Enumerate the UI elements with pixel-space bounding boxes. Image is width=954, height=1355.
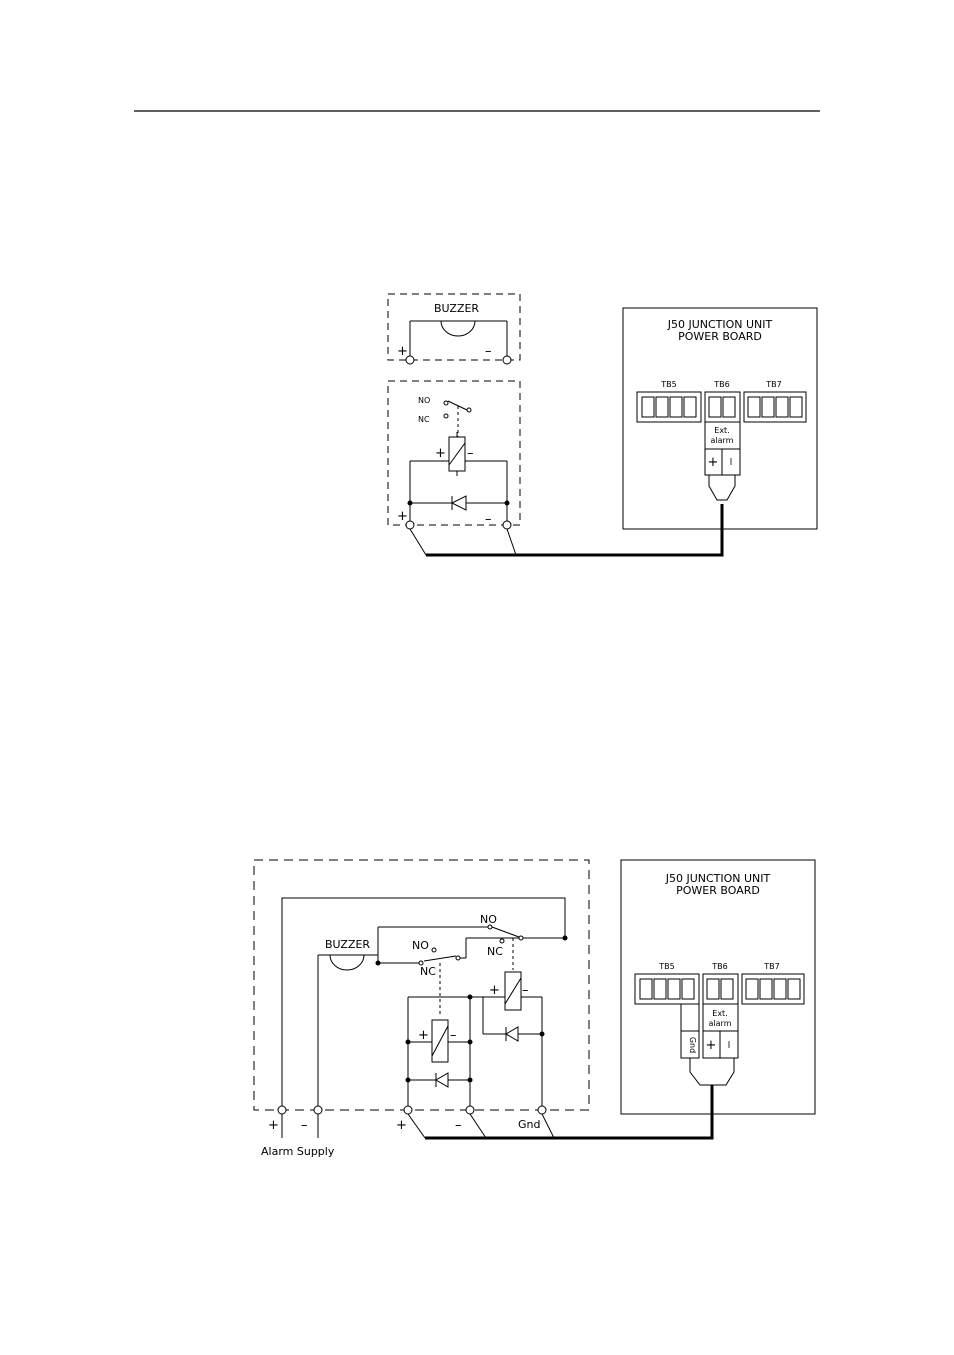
d2-plus-label: +: [396, 1118, 407, 1133]
d1-coil-plus: +: [435, 446, 446, 461]
buzzer-minus-terminal: [503, 356, 511, 364]
d1-buzzer-label: BUZZER: [434, 302, 479, 315]
upper-diode: [506, 1027, 518, 1041]
d2-minus-label: –: [455, 1118, 462, 1133]
nc-contact: [444, 414, 448, 418]
alarm-minus-terminal: [314, 1106, 322, 1114]
d2-upper-coil-minus: –: [522, 983, 529, 998]
d2-nc-a-label: NC: [420, 965, 436, 978]
d1-tb7-label: TB7: [765, 380, 781, 389]
d1-ext-minus: l: [730, 458, 733, 468]
d2-ext-minus: l: [728, 1041, 731, 1051]
d2-tb6-label: TB6: [711, 962, 727, 971]
lower-diode: [436, 1073, 448, 1087]
no-contact: [444, 401, 448, 405]
diagram-2: [254, 860, 815, 1138]
d1-coil-minus: –: [467, 446, 474, 461]
d2-ext-label: Ext.: [712, 1009, 727, 1018]
d2-alarm-supply-label: Alarm Supply: [261, 1145, 335, 1158]
d1-relay-plus: +: [397, 509, 408, 524]
d2-tb7-label: TB7: [763, 962, 779, 971]
d2-nc-b-label: NC: [487, 945, 503, 958]
d1-junction-title-2: POWER BOARD: [678, 330, 762, 343]
d1-buzzer-plus: +: [397, 344, 408, 359]
d2-alarm-supply-plus: +: [268, 1118, 279, 1133]
d2-gnd-label: Gnd: [518, 1118, 540, 1131]
d2-alarm-label: alarm: [709, 1019, 732, 1028]
switch-a-arm: [424, 956, 456, 961]
d1-no-label: NO: [418, 396, 430, 405]
d2-buzzer-symbol: [330, 955, 364, 970]
diode: [452, 496, 466, 510]
plus-terminal: [404, 1106, 412, 1114]
d2-buzzer-label: BUZZER: [325, 938, 370, 951]
d2-tb5-label: TB5: [658, 962, 674, 971]
minus-terminal: [466, 1106, 474, 1114]
d1-relay-minus: –: [485, 512, 492, 527]
d1-tb6-label: TB6: [713, 380, 729, 389]
d2-lower-coil-plus: +: [418, 1028, 429, 1043]
d2-junction-title-2: POWER BOARD: [676, 884, 760, 897]
d1-ext-label: Ext.: [714, 426, 729, 435]
nc-b-contact: [500, 939, 504, 943]
d1-tb5-label: TB5: [660, 380, 676, 389]
d2-lower-coil-minus: –: [450, 1028, 457, 1043]
d1-buzzer-minus: –: [485, 344, 492, 359]
d1-ext-plus: +: [708, 455, 719, 470]
d2-alarm-supply-minus: –: [301, 1118, 308, 1133]
d2-ext-plus: +: [706, 1038, 717, 1053]
gnd-terminal: [538, 1106, 546, 1114]
d1-nc-label: NC: [418, 415, 430, 424]
relay-minus-terminal: [503, 521, 511, 529]
alarm-plus-terminal: [278, 1106, 286, 1114]
d2-gnd-term-label: Gnd: [688, 1037, 697, 1053]
d1-alarm-label: alarm: [711, 436, 734, 445]
buzzer-symbol: [441, 321, 475, 336]
switch-b-arm: [492, 927, 519, 937]
d2-no-b-label: NO: [480, 913, 497, 926]
d2-upper-coil-plus: +: [489, 983, 500, 998]
d2-no-a-label: NO: [412, 939, 429, 952]
